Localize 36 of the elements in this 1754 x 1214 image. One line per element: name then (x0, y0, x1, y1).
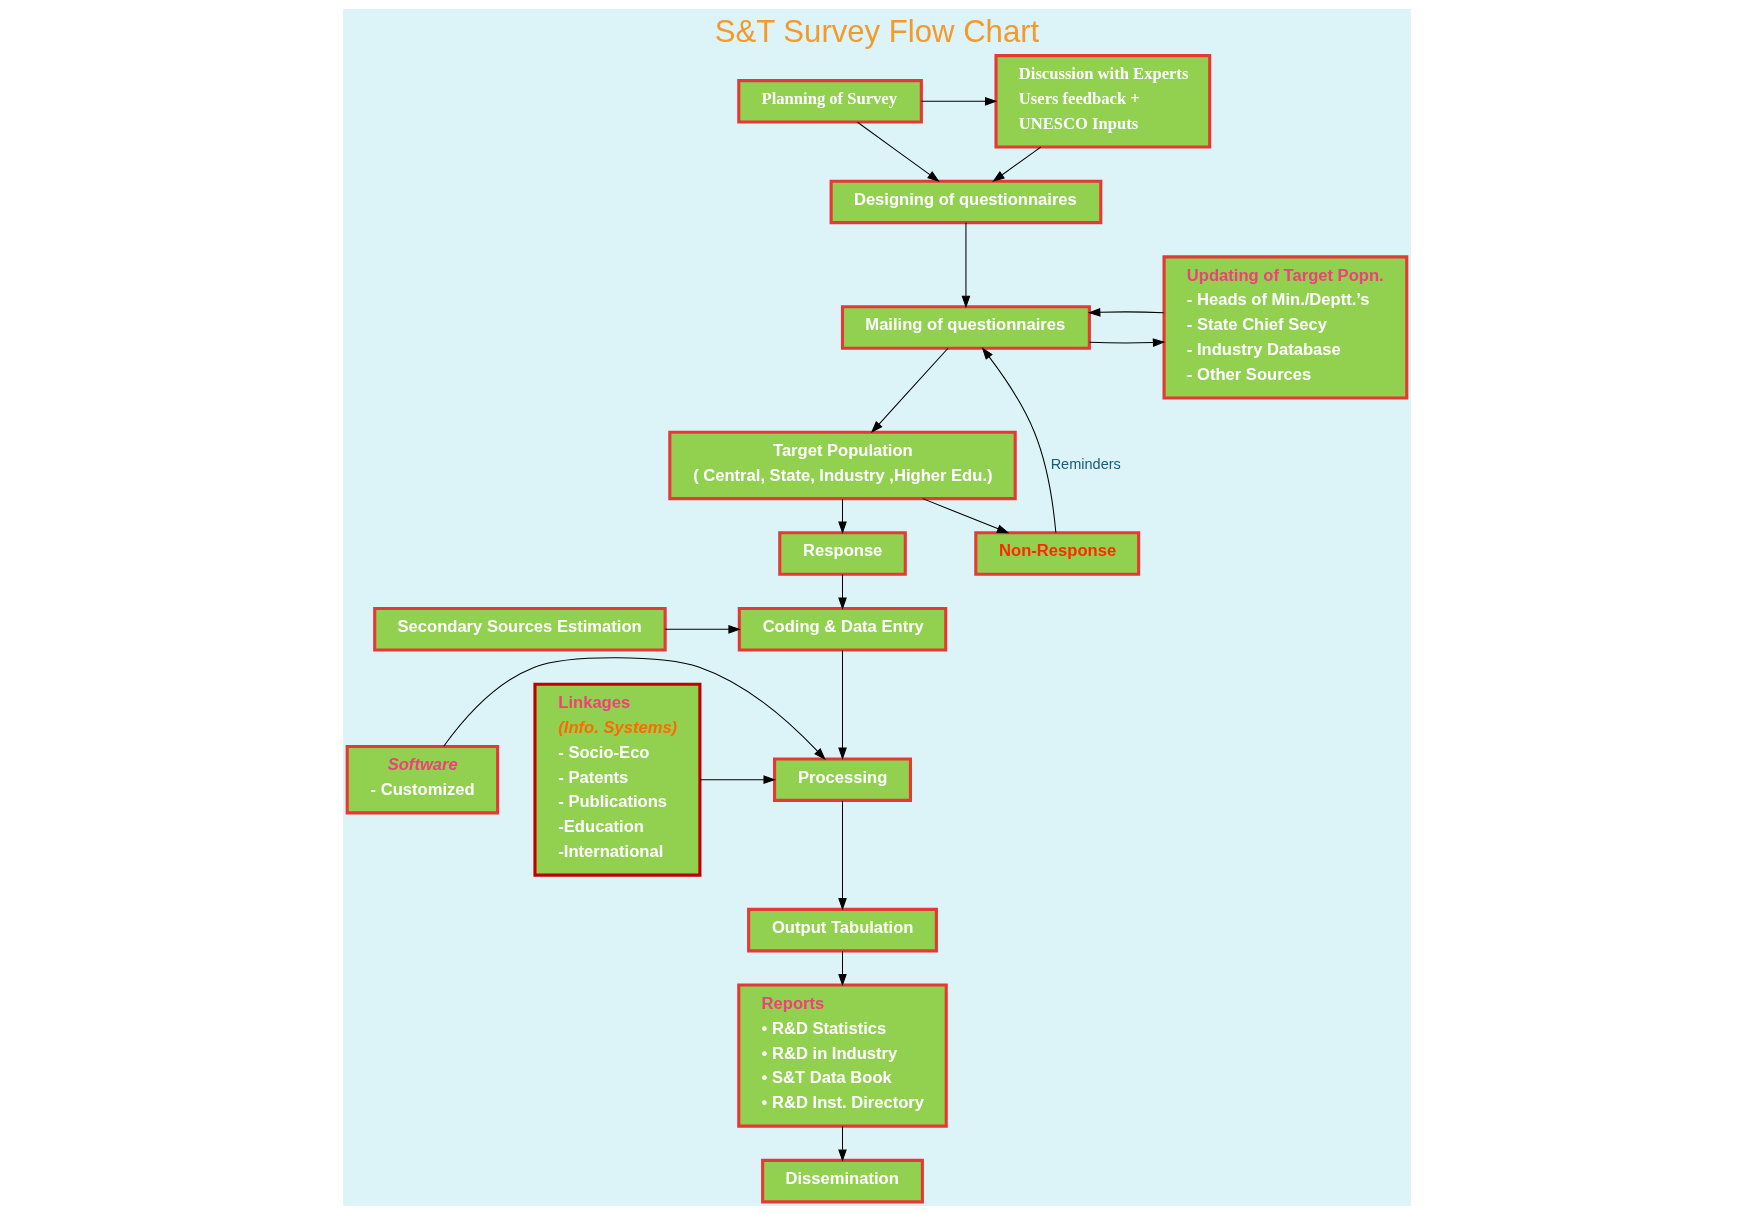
node-box: Dissemination (761, 1158, 924, 1203)
node-box: Processing (773, 756, 912, 802)
node-box: Mailing of questionnaires (840, 304, 1091, 350)
node-box: Linkages (Info. Systems) - Socio-Eco - Patents - Publications -Education -International (533, 682, 702, 877)
arrow (981, 346, 1057, 533)
arrow (699, 774, 776, 784)
arrow (992, 146, 1042, 182)
arrow (1088, 337, 1166, 347)
edge-label: Reminders (1050, 455, 1121, 472)
arrow (870, 347, 949, 433)
arrow (838, 573, 847, 610)
arrow (961, 221, 971, 308)
arrow (838, 799, 847, 910)
node-box: Reports • R&D Statistics • R&D in Industry • S&T Data Book • R&D Inst. Directory (737, 983, 948, 1128)
diagram-title: S&T Survey Flow Chart (714, 13, 1040, 49)
arrow (838, 949, 847, 986)
arrow (838, 497, 847, 534)
node-box: Planning of Survey (737, 78, 923, 124)
arrow (443, 656, 826, 760)
node-box: Software - Customized (345, 744, 500, 814)
arrow (922, 497, 1010, 533)
node-box: Secondary Sources Estimation (373, 606, 667, 652)
node-box: Output Tabulation (747, 907, 938, 952)
node-box: Non-Response (974, 530, 1141, 576)
arrow (857, 121, 940, 182)
arrow (838, 649, 847, 760)
node-box: Response (778, 530, 907, 576)
arrow (1087, 307, 1165, 317)
node-box: Coding & Data Entry (737, 606, 948, 652)
node-box: Target Population ( Central, State, Industry ,Higher Edu.) (668, 430, 1017, 500)
arrow (838, 1125, 847, 1162)
node-box: Updating of Target Popn. - Heads of Min./Deptt.’s - State Chief Secy - Industry Database - Other Sources (1162, 254, 1409, 400)
node-box: Discussion with Experts Users feedback + UNESCO Inputs (994, 53, 1212, 148)
node-box: Designing of questionnaires (829, 179, 1103, 224)
arrow (664, 624, 741, 634)
arrow (920, 96, 998, 106)
